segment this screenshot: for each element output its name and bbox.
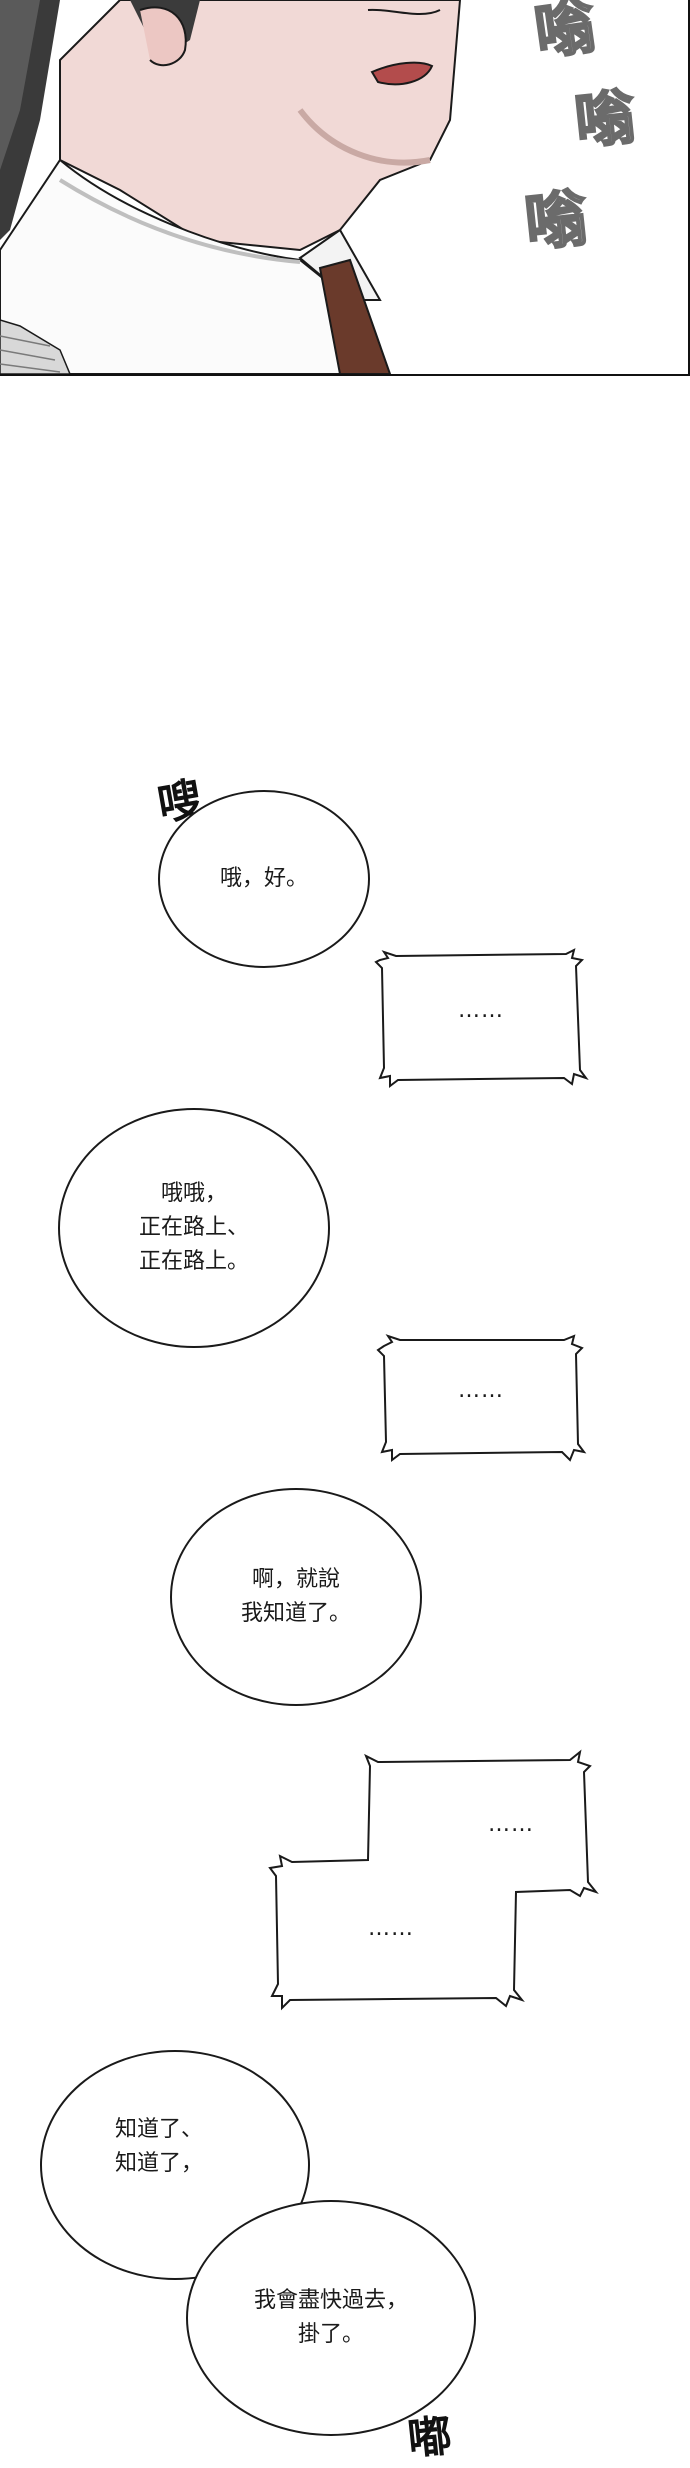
speech-text-5: 我會盡快過去， 掛了。 — [253, 2287, 408, 2347]
sfx-hum-1: 嗡 — [529, 0, 600, 70]
character-illustration — [0, 0, 462, 374]
speech-bubble-1: 哦，好。 — [158, 790, 370, 968]
thought-text-3: …… — [488, 1812, 534, 1837]
speech-text-4: 知道了、 知道了， — [114, 2116, 203, 2176]
speech-bubble-3: 啊，就說 我知道了。 — [170, 1488, 422, 1706]
thought-text-2: …… — [458, 1378, 504, 1403]
speech-text-1: 哦，好。 — [219, 865, 308, 891]
sfx-hum-2: 嗡 — [571, 81, 640, 159]
thought-box-combined: …… …… — [268, 1749, 602, 2011]
speech-bubble-5: 我會盡快過去， 掛了。 — [186, 2200, 476, 2436]
top-panel: 嗡 嗡 嗡 — [0, 0, 690, 376]
thought-box-2: …… — [376, 1334, 587, 1462]
sfx-beep: 嘟 — [405, 2410, 455, 2466]
speech-text-2: 哦哦， 正在路上、 正在路上。 — [138, 1180, 249, 1275]
thought-text-1: …… — [458, 998, 504, 1023]
sfx-hum-3: 嗡 — [520, 180, 591, 261]
speech-bubble-2: 哦哦， 正在路上、 正在路上。 — [58, 1108, 330, 1348]
thought-box-1: …… — [374, 948, 589, 1088]
thought-text-4: …… — [368, 1916, 414, 1941]
speech-text-3: 啊，就說 我知道了。 — [240, 1566, 351, 1626]
